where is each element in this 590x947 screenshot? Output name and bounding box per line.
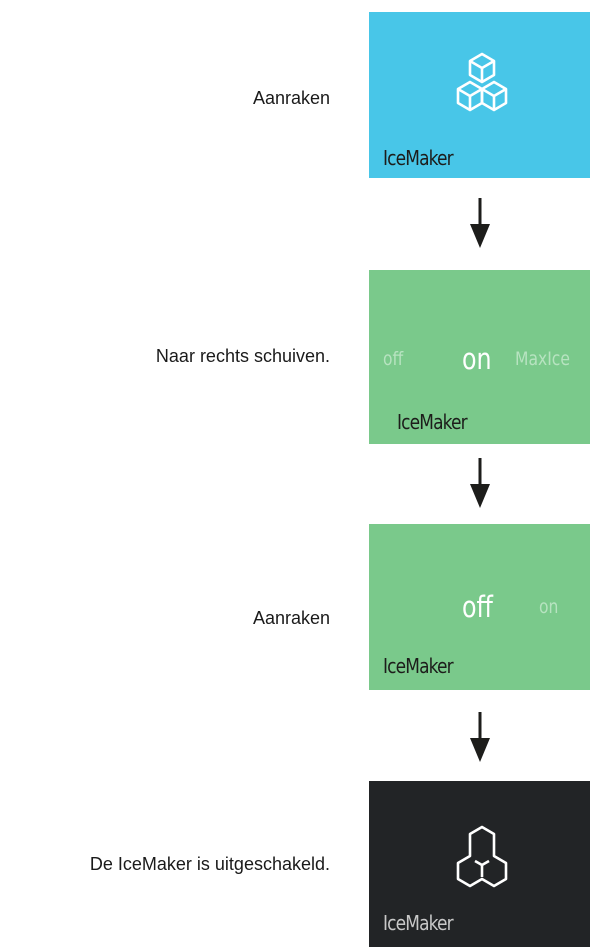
- option-on-selected[interactable]: on: [462, 342, 492, 376]
- tile-2-label: IceMaker: [397, 410, 468, 434]
- option-off-selected[interactable]: off: [462, 590, 493, 624]
- step-4-instruction: De IceMaker is uitgeschakeld.: [89, 854, 330, 874]
- tile-3-label: IceMaker: [383, 654, 454, 678]
- ice-cubes-outline-icon: [456, 825, 508, 888]
- tile-1-label: IceMaker: [383, 146, 454, 170]
- step-3-instruction: Aanraken: [252, 608, 330, 628]
- option-off[interactable]: off: [383, 348, 404, 370]
- step-2-instruction: Naar rechts schuiven.: [155, 346, 330, 366]
- option-maxice[interactable]: MaxIce: [515, 348, 570, 370]
- down-arrow-icon: [470, 712, 490, 762]
- icemaker-tile-4[interactable]: IceMaker: [369, 781, 590, 947]
- icemaker-tile-3[interactable]: off on IceMaker: [369, 524, 590, 690]
- down-arrow-icon: [470, 198, 490, 248]
- option-on[interactable]: on: [539, 596, 559, 618]
- icemaker-tile-2[interactable]: off on MaxIce IceMaker: [369, 270, 590, 444]
- down-arrow-icon: [470, 458, 490, 508]
- tile-4-label: IceMaker: [383, 911, 454, 935]
- ice-cubes-icon: [456, 52, 508, 112]
- icemaker-tile-1[interactable]: IceMaker: [369, 12, 590, 178]
- step-1-instruction: Aanraken: [252, 88, 330, 108]
